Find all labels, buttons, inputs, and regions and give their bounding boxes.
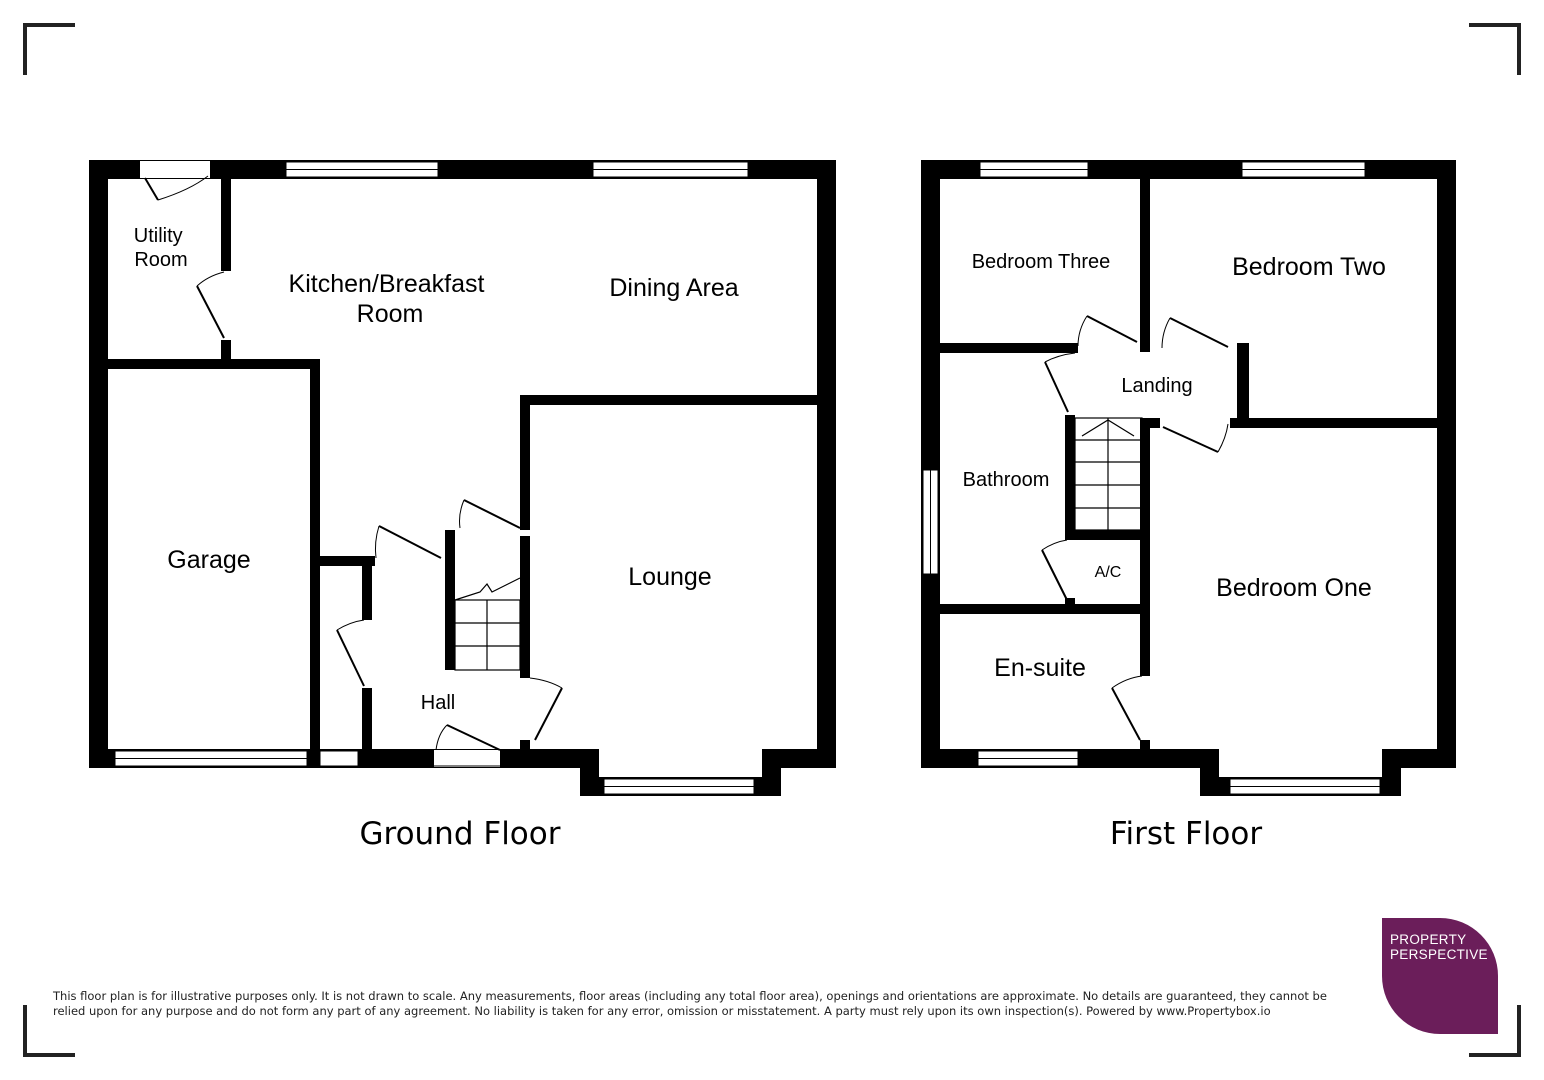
- door-airing-cupboard: [1041, 539, 1068, 601]
- stairs-ground: [454, 577, 521, 671]
- door-front: [435, 724, 501, 751]
- ground-floor-title: Ground Floor: [359, 816, 560, 852]
- logo-line-1: PROPERTY: [1390, 932, 1467, 947]
- label-lounge: Lounge: [628, 563, 711, 591]
- door-utility-kitchen: [196, 271, 225, 339]
- label-kitchen: Kitchen/Breakfast Room: [289, 270, 492, 328]
- disclaimer-text: This floor plan is for illustrative purp…: [53, 989, 1327, 1018]
- ground-floor-plan: Utility Room Kitchen/Breakfast Room Dini…: [89, 160, 836, 852]
- first-floor-plan: Bedroom Three Bedroom Two Landing Bathro…: [921, 160, 1456, 852]
- stairs-first: [1074, 417, 1143, 531]
- label-bedroom-three: Bedroom Three: [972, 251, 1111, 273]
- door-bedroom-three: [1077, 315, 1138, 347]
- door-bedroom-one: [1162, 423, 1229, 453]
- label-hall: Hall: [421, 692, 455, 714]
- label-bathroom: Bathroom: [963, 469, 1050, 491]
- door-utility-external: [144, 175, 209, 201]
- door-hall-store: [374, 525, 442, 559]
- label-landing: Landing: [1121, 375, 1192, 397]
- label-garage: Garage: [167, 546, 250, 574]
- label-bedroom-two: Bedroom Two: [1232, 253, 1386, 281]
- label-airing-cupboard: A/C: [1095, 564, 1122, 581]
- door-ensuite: [1111, 675, 1143, 741]
- door-bathroom: [1044, 352, 1076, 413]
- label-dining-area: Dining Area: [609, 274, 738, 302]
- label-bedroom-one: Bedroom One: [1216, 574, 1372, 602]
- door-hall-side: [336, 619, 365, 687]
- label-utility-room: Utility Room: [134, 225, 188, 271]
- first-floor-title: First Floor: [1110, 816, 1262, 852]
- crop-marks: [23, 23, 1521, 1057]
- door-bedroom-two: [1161, 317, 1229, 349]
- label-ensuite: En-suite: [994, 654, 1086, 682]
- logo-line-2: PERSPECTIVE: [1390, 947, 1488, 962]
- door-hall-cloak: [459, 499, 521, 529]
- door-lounge: [529, 677, 563, 741]
- property-perspective-logo: PROPERTY PERSPECTIVE: [1382, 918, 1498, 1034]
